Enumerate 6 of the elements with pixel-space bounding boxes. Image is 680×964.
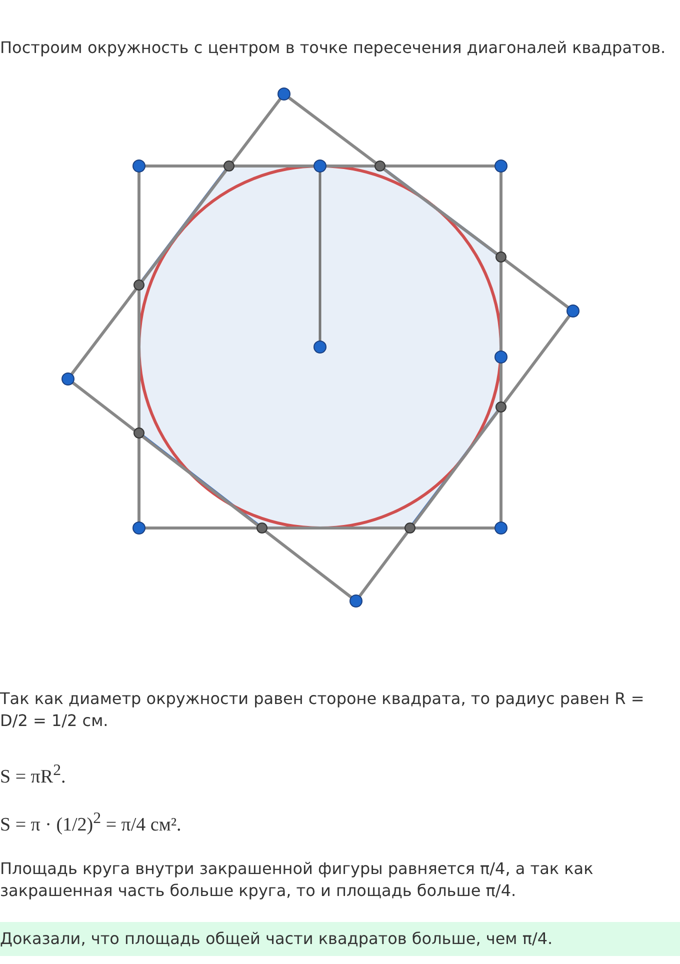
formula: S = π · (1/2)$^{2}$ = π/4 см². [0, 809, 182, 836]
conclusion-panel: Доказали, что площадь общей части квадратов больше, чем π/4. [0, 922, 680, 956]
formula: S = πR$^{2}$. [0, 761, 66, 788]
paragraph: Площадь круга внутри закрашенной фигуры равняется π/4, а так как закрашенная часть больше круга, то и площадь больше π/4. [0, 858, 594, 902]
paragraph: Так как диаметр окружности равен стороне квадрата, то радиус равен R = D/2 = 1/2 см. [0, 688, 646, 732]
paragraph: Построим окружность с центром в точке пересечения диагоналей квадратов. [0, 37, 666, 59]
